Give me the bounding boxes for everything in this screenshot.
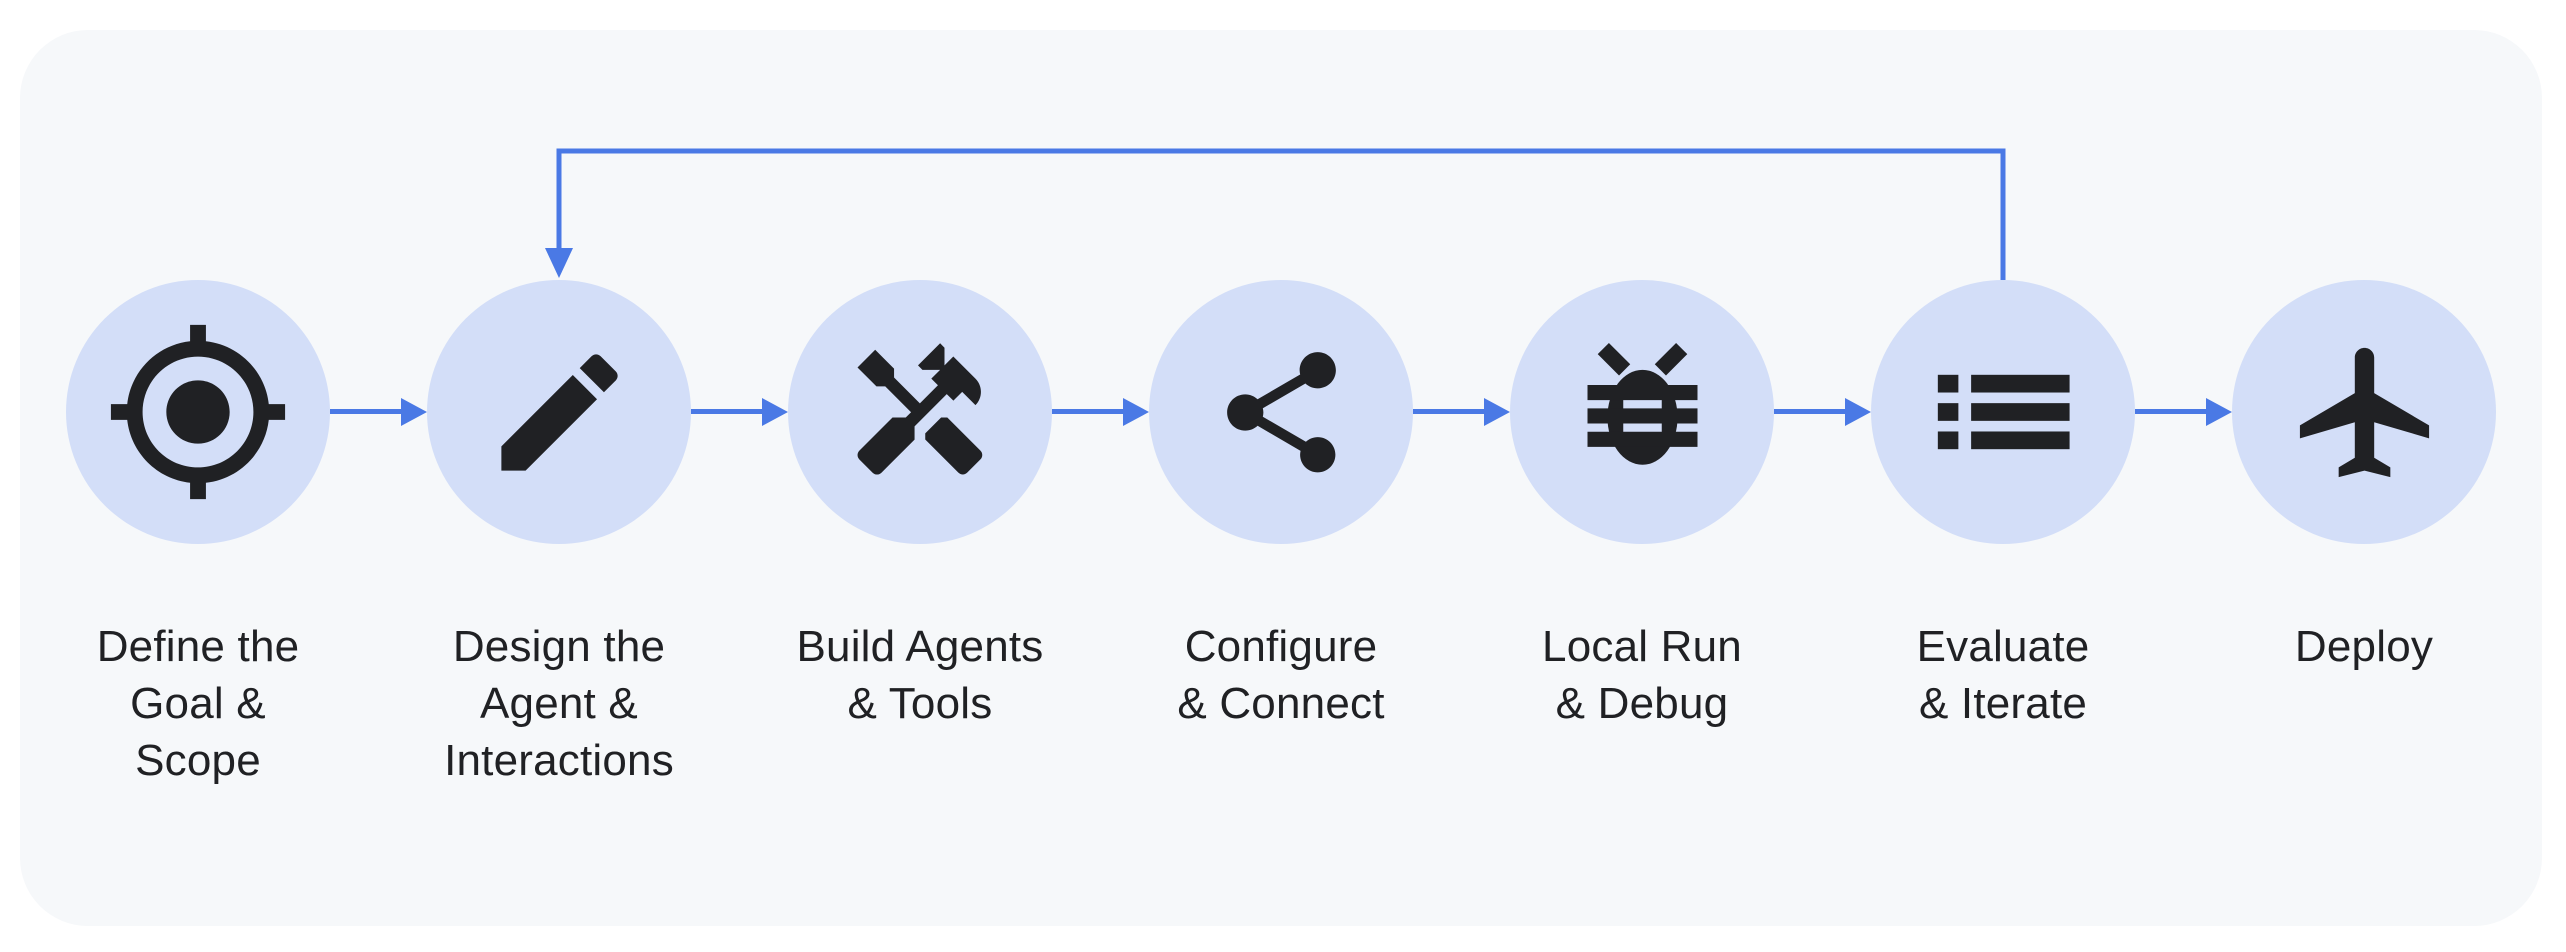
step-configure-connect: Configure & Connect bbox=[1081, 280, 1481, 732]
step-circle bbox=[66, 280, 330, 544]
step-evaluate-iterate: Evaluate & Iterate bbox=[1803, 280, 2203, 732]
step-label: Configure & Connect bbox=[1177, 622, 1385, 728]
step-circle bbox=[1510, 280, 1774, 544]
flow-arrow bbox=[1413, 398, 1510, 426]
step-define-goal-scope: Define the Goal & Scope bbox=[0, 280, 398, 789]
step-circle bbox=[427, 280, 691, 544]
arrowhead-icon bbox=[401, 398, 427, 426]
tools-icon bbox=[857, 343, 983, 475]
arrowhead-icon bbox=[1123, 398, 1149, 426]
step-build-agents-tools: Build Agents & Tools bbox=[720, 280, 1120, 732]
list-icon bbox=[1937, 374, 2070, 450]
arrowhead-icon bbox=[1845, 398, 1871, 426]
pencil-icon bbox=[500, 353, 618, 471]
step-label: Design the Agent & Interactions bbox=[444, 622, 674, 785]
airplane-icon bbox=[2299, 347, 2429, 477]
flow-arrow bbox=[691, 398, 788, 426]
step-circle bbox=[2232, 280, 2496, 544]
share-icon bbox=[1226, 351, 1336, 472]
step-label: Define the Goal & Scope bbox=[96, 622, 300, 785]
step-circle bbox=[1871, 280, 2135, 544]
flow-arrow bbox=[2135, 398, 2232, 426]
target-icon bbox=[110, 324, 286, 500]
step-label: Build Agents & Tools bbox=[796, 622, 1044, 728]
step-label: Deploy bbox=[2294, 622, 2434, 671]
flow-arrow bbox=[1774, 398, 1871, 426]
step-label: Local Run & Debug bbox=[1542, 622, 1742, 728]
flow-arrow bbox=[1052, 398, 1149, 426]
flow-arrow bbox=[330, 398, 427, 426]
step-circle bbox=[788, 280, 1052, 544]
step-circle bbox=[1149, 280, 1413, 544]
arrowhead-icon bbox=[2206, 398, 2232, 426]
step-deploy: Deploy bbox=[2164, 280, 2564, 675]
bug-icon bbox=[1587, 342, 1697, 465]
arrowhead-icon bbox=[1484, 398, 1510, 426]
step-local-run-debug: Local Run & Debug bbox=[1442, 280, 1842, 732]
step-design-agent-interactions: Design the Agent & Interactions bbox=[359, 280, 759, 789]
arrowhead-icon bbox=[762, 398, 788, 426]
step-label: Evaluate & Iterate bbox=[1916, 622, 2090, 728]
